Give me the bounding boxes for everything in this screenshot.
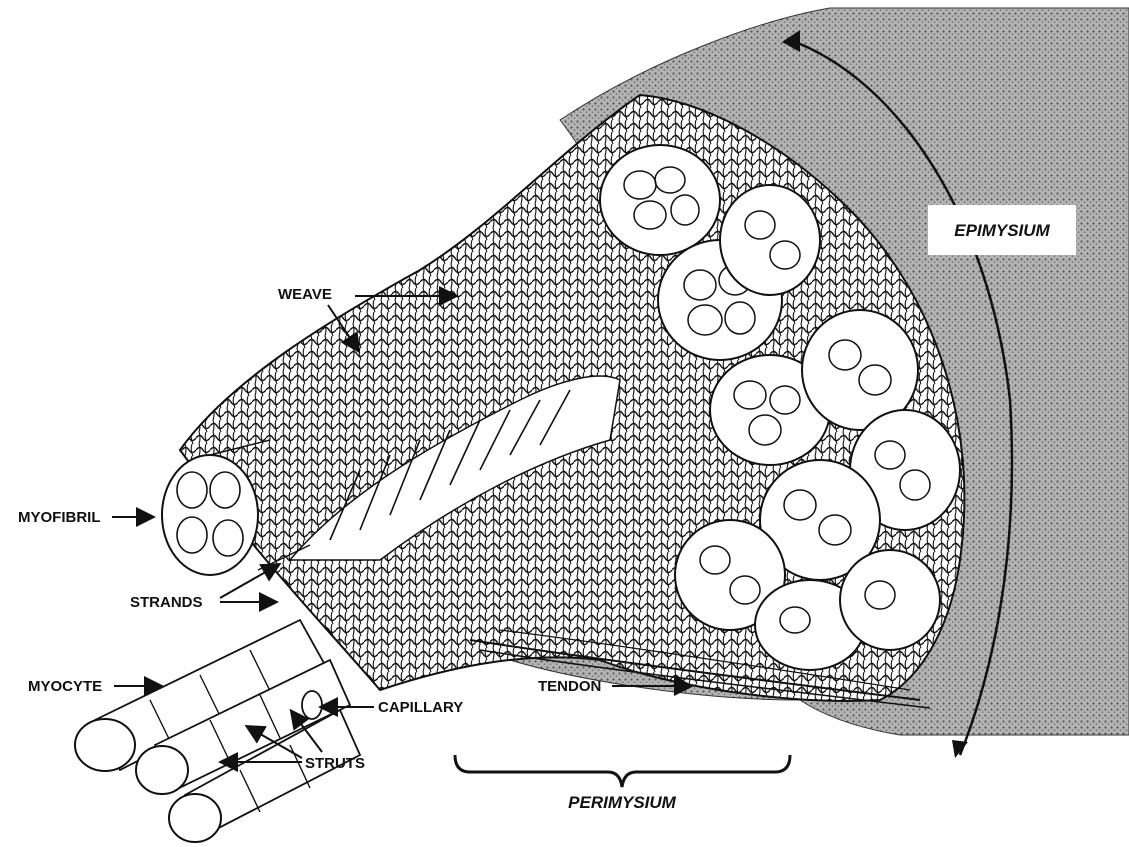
epimysium-label-box: EPIMYSIUM — [928, 205, 1076, 255]
myocyte-label: MYOCYTE — [28, 678, 102, 695]
myofibril-callout: MYOFIBRIL — [18, 509, 152, 526]
capillary-label: CAPILLARY — [378, 699, 463, 716]
weave-label: WEAVE — [278, 286, 332, 303]
myocyte-cylinders — [75, 620, 360, 842]
capillary-vessel — [302, 691, 322, 719]
perimysium-brace: PERIMYSIUM — [455, 755, 790, 812]
myofibril-label: MYOFIBRIL — [18, 509, 101, 526]
tendon-label: TENDON — [538, 678, 601, 695]
struts-label: STRUTS — [305, 755, 365, 772]
epimysium-label: EPIMYSIUM — [954, 221, 1050, 240]
fascicle-top-right — [720, 185, 820, 295]
fascicle-upper — [600, 145, 720, 255]
myocyte-callout: MYOCYTE — [28, 678, 160, 695]
strands-label: STRANDS — [130, 594, 203, 611]
perimysium-label: PERIMYSIUM — [568, 793, 677, 812]
